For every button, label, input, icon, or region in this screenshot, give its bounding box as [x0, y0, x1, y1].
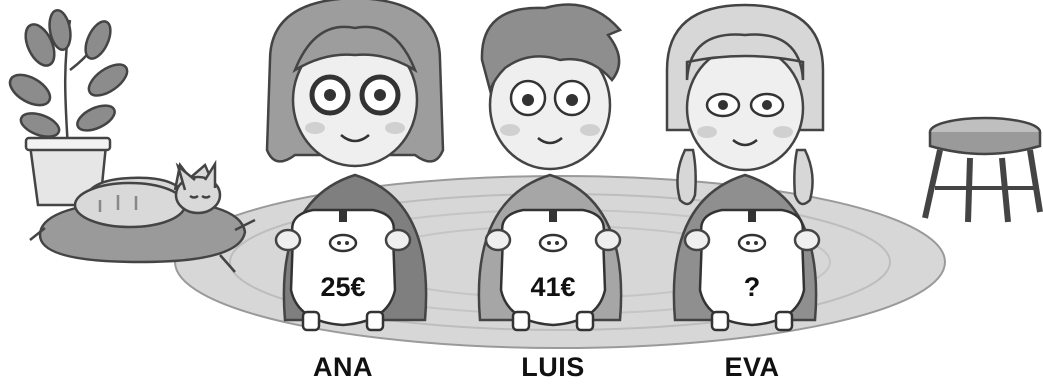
potted-plant	[8, 8, 129, 207]
piggy-bank-ana: 25€	[274, 208, 412, 332]
piggy-bank-luis: 41€	[484, 208, 622, 332]
stool	[922, 116, 1043, 223]
amount-label-ana: 25€	[320, 272, 365, 302]
cat-on-cushion	[29, 159, 256, 273]
amount-label-eva: ?	[744, 272, 761, 302]
name-label-luis: LUIS	[521, 352, 585, 382]
amount-label-luis: 41€	[530, 272, 575, 302]
piggy-bank-eva: ?	[683, 208, 821, 332]
name-label-eva: EVA	[724, 352, 780, 382]
name-label-ana: ANA	[313, 352, 373, 382]
